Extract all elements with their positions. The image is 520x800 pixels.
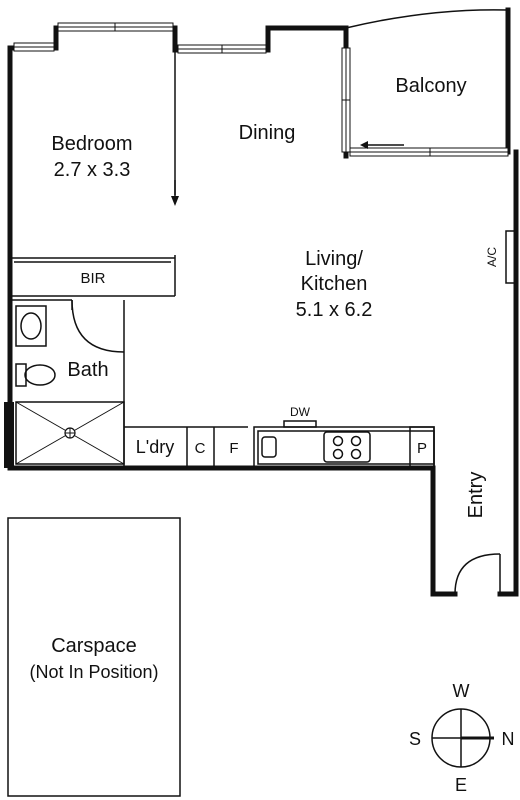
carspace-outline [7,517,181,797]
dining-label: Dining [239,122,296,144]
bath-wall-strip [4,402,14,468]
interior-walls [10,50,517,595]
bath-label: Bath [67,359,108,381]
fridge-label: F [229,440,238,457]
compass-south: S [409,729,421,749]
compass [431,708,494,768]
bedroom-size: 2.7 x 3.3 [54,159,131,181]
dishwasher-label: DW [290,405,311,419]
exterior-walls [7,7,519,597]
carspace-note: (Not In Position) [29,662,158,682]
living-label-line1: Living/ [305,248,363,270]
bedroom-label: Bedroom [51,133,132,155]
living-size: 5.1 x 6.2 [296,299,373,321]
sliding-door-arrow [360,141,404,149]
cupboard-label: C [195,440,206,457]
living-label-line2: Kitchen [301,273,368,295]
windows [13,22,509,157]
laundry-label: L'dry [136,437,174,457]
balcony-label: Balcony [395,75,466,97]
bir-label: BIR [80,270,105,287]
pantry-label: P [417,440,427,457]
compass-east: E [455,775,467,795]
compass-north: N [502,729,515,749]
entry-label: Entry [465,472,487,519]
carspace-label: Carspace [51,635,137,657]
ac-label: A/C [485,247,499,267]
compass-west: W [453,681,470,701]
balcony-outline [345,9,509,29]
